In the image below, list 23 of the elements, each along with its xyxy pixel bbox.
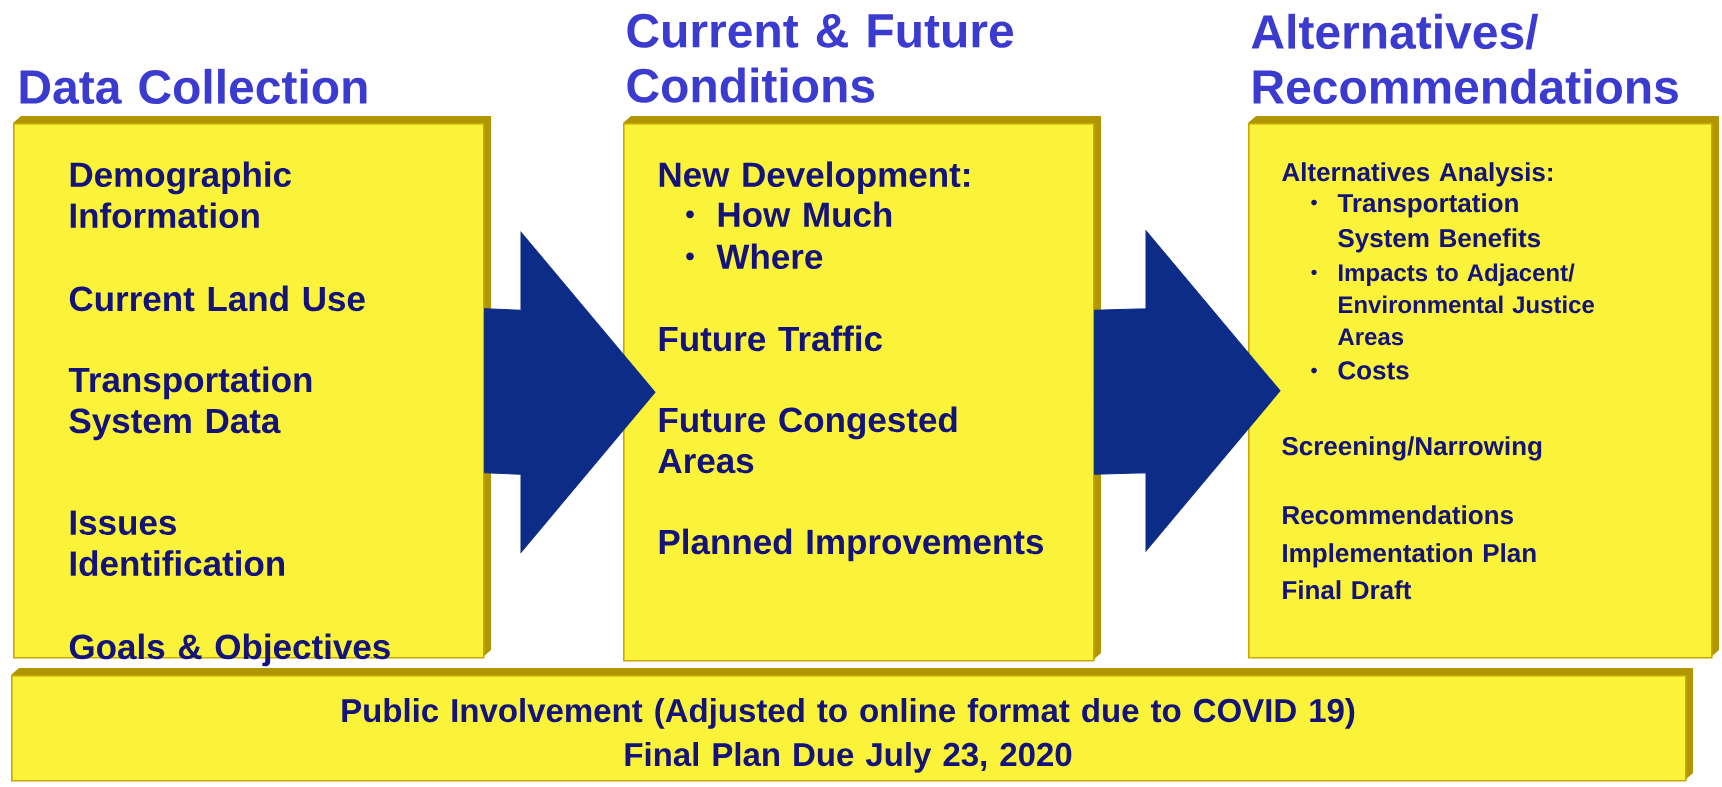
node-label: Screening/Narrowing [1282, 436, 1542, 461]
node-label: Impacts to Adjacent/ Environmental Justice Areas [1338, 263, 1594, 346]
node-label: Planned Improvements [659, 528, 1044, 562]
stage-heading: Alternatives/ Recommendations [1251, 13, 1678, 105]
node-label: Transportation System Benefits [1337, 193, 1541, 253]
process-box: Demographic Information Current Land Use Transportation System Data Issues Identification Goals & Objectives [13, 116, 491, 667]
node-label: Final Draft [1283, 580, 1412, 600]
node-label: Costs [1338, 361, 1409, 380]
process-box: New Development: How Much Where Future Traffic Future Congested Areas Planned Improvements [623, 116, 1101, 662]
node-label: Alternatives Analysis: [1282, 162, 1552, 187]
node-label: Recommendations [1283, 505, 1513, 525]
node-label: Future Congested Areas [658, 406, 957, 474]
banner-bar: Public Involvement (Adjusted to online format due to COVID 19) Final Plan Due July 23, 2020 [11, 668, 1693, 782]
node-label: Implementation Plan [1283, 543, 1536, 568]
node-label: Future Traffic [659, 325, 883, 352]
block-arrow [1094, 230, 1281, 552]
node-label: New Development: [659, 161, 970, 195]
process-box: Alternatives Analysis: Transportation System Benefits Impacts to Adjacent/ Environmental Justice Areas Costs Screening/Narrowing Recommendations Implementation Plan Final Draft [1248, 116, 1720, 659]
node-label: Where [716, 243, 823, 270]
stage-heading: Data Collection [20, 68, 367, 105]
stage-heading: Current & Future Conditions [627, 13, 1014, 103]
node-label: How Much [718, 201, 892, 228]
block-arrow [484, 231, 656, 553]
